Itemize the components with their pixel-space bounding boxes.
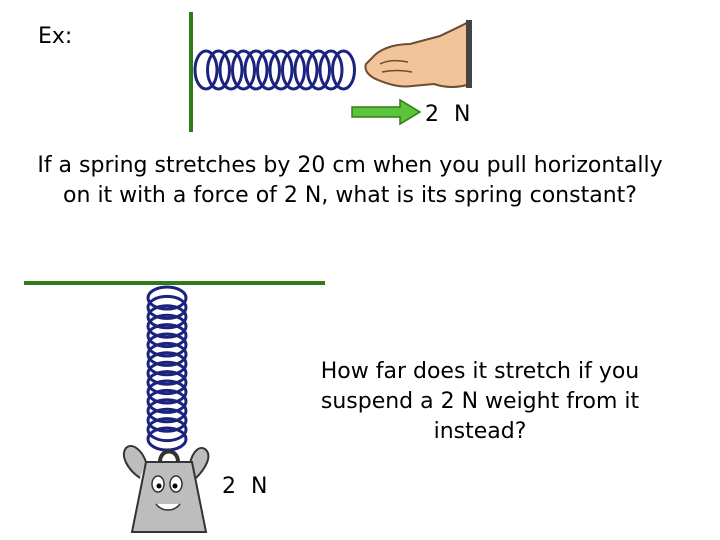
spring-coil bbox=[218, 49, 244, 91]
question-text: If a spring stretches by 20 cm when you … bbox=[37, 153, 663, 208]
spring-coil bbox=[146, 398, 188, 424]
spring-coil bbox=[306, 49, 331, 91]
force-arrow-icon bbox=[351, 98, 422, 126]
force-label-vertical: 2 N bbox=[222, 474, 272, 499]
vertical-spring bbox=[146, 285, 188, 452]
example-label: Ex: bbox=[38, 24, 73, 49]
spring-coil bbox=[146, 323, 188, 349]
spring-coil bbox=[293, 49, 319, 91]
spring-coil bbox=[318, 49, 344, 91]
force-label-horizontal: 2 N bbox=[425, 102, 475, 127]
spring-coil bbox=[331, 49, 356, 91]
spring-coil bbox=[146, 285, 188, 311]
spring-coil bbox=[231, 49, 256, 91]
spring-coil bbox=[268, 49, 294, 91]
spring-coil bbox=[146, 313, 188, 339]
spring-coil bbox=[146, 332, 188, 358]
spring-coil bbox=[146, 388, 188, 414]
spring-coil bbox=[243, 49, 269, 91]
spring-coil bbox=[146, 304, 188, 330]
spring-coil bbox=[193, 49, 219, 91]
spring-coil bbox=[206, 49, 231, 91]
spring-coil bbox=[146, 417, 188, 443]
spring-coil bbox=[146, 341, 188, 367]
spring-coil bbox=[146, 360, 188, 386]
spring-coil bbox=[256, 49, 281, 91]
horizontal-spring bbox=[193, 49, 356, 91]
spring-coil bbox=[281, 49, 306, 91]
spring-coil bbox=[146, 407, 188, 433]
spring-coil bbox=[146, 351, 188, 377]
spring-coil bbox=[146, 294, 188, 320]
spring-coil bbox=[146, 370, 188, 396]
hand-icon bbox=[364, 20, 472, 88]
follow-up-question: How far does it stretch if you suspend a… bbox=[320, 359, 640, 444]
weight-character-icon bbox=[122, 444, 210, 533]
spring-coil bbox=[146, 379, 188, 405]
